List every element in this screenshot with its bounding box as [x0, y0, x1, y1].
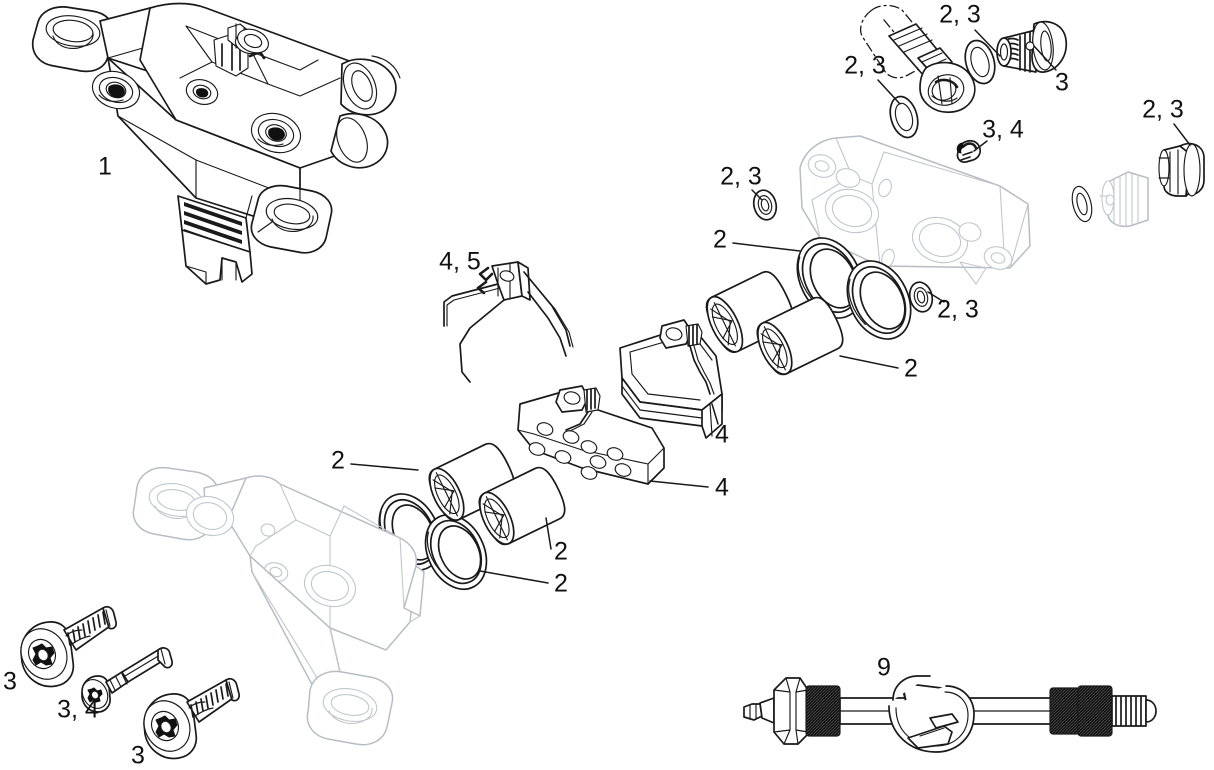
- callout-8: 2: [713, 226, 727, 254]
- callout-3: 3: [1055, 69, 1069, 97]
- callout-16: 2: [554, 538, 568, 566]
- callout-18: 3, 4: [57, 696, 99, 724]
- part-piston-seal-lower-pair: [378, 493, 488, 590]
- callout-11: 4, 5: [439, 248, 481, 276]
- part-piston-lower-pair: [428, 442, 566, 546]
- callout-14: 2: [331, 447, 345, 475]
- part-caliper-bracket-ghost-bottom: [132, 466, 425, 746]
- part-piston-seal-upper-pair: [796, 237, 912, 340]
- part-thru-axle: [743, 675, 1157, 753]
- part-piston-upper-pair: [705, 271, 844, 376]
- callout-17: 3: [3, 668, 17, 696]
- part-brake-pad-backing: [517, 385, 665, 485]
- callout-labels: 1 2, 3 3 2, 3 3, 4 2, 3 2, 3 2 2, 3 2 4,…: [3, 1, 1184, 770]
- callout-20: 9: [877, 654, 891, 682]
- callout-10: 2: [904, 355, 918, 383]
- part-mounting-bolt-lower: [143, 677, 240, 760]
- part-banjo-washer-upper: [964, 39, 996, 85]
- part-brake-pad-organic: [619, 319, 723, 439]
- part-caliper-bracket-ghost-top: [799, 135, 1031, 285]
- callout-1: 1: [98, 153, 112, 181]
- part-caliper-body-main: [31, 2, 401, 285]
- callout-9: 2, 3: [937, 296, 979, 324]
- callout-2: 2, 3: [939, 1, 981, 29]
- callout-6: 2, 3: [1142, 96, 1184, 124]
- callout-5: 3, 4: [982, 116, 1024, 144]
- callout-7: 2, 3: [720, 163, 762, 191]
- part-o-ring-small-right: [1071, 185, 1093, 223]
- part-banjo-washer-lower: [889, 95, 919, 139]
- leader-lines: [350, 29, 1191, 584]
- thru-axle-lever: [888, 675, 975, 753]
- callout-12: 4: [715, 421, 729, 449]
- part-ghost-bleed-insert: [1099, 171, 1149, 228]
- part-bleed-screw: [1158, 142, 1205, 197]
- callout-4: 2, 3: [844, 52, 886, 80]
- part-banjo-bolt: [996, 20, 1068, 73]
- part-mounting-bolt-upper: [20, 605, 117, 688]
- part-bleed-screw-clip: [956, 140, 982, 163]
- part-pad-pin-bolt: [81, 647, 173, 713]
- callout-19: 3: [131, 742, 145, 770]
- callout-13: 4: [715, 474, 729, 502]
- callout-15: 2: [554, 570, 568, 598]
- part-banjo-fitting: [859, 4, 976, 113]
- part-pad-retaining-spring: [443, 261, 574, 383]
